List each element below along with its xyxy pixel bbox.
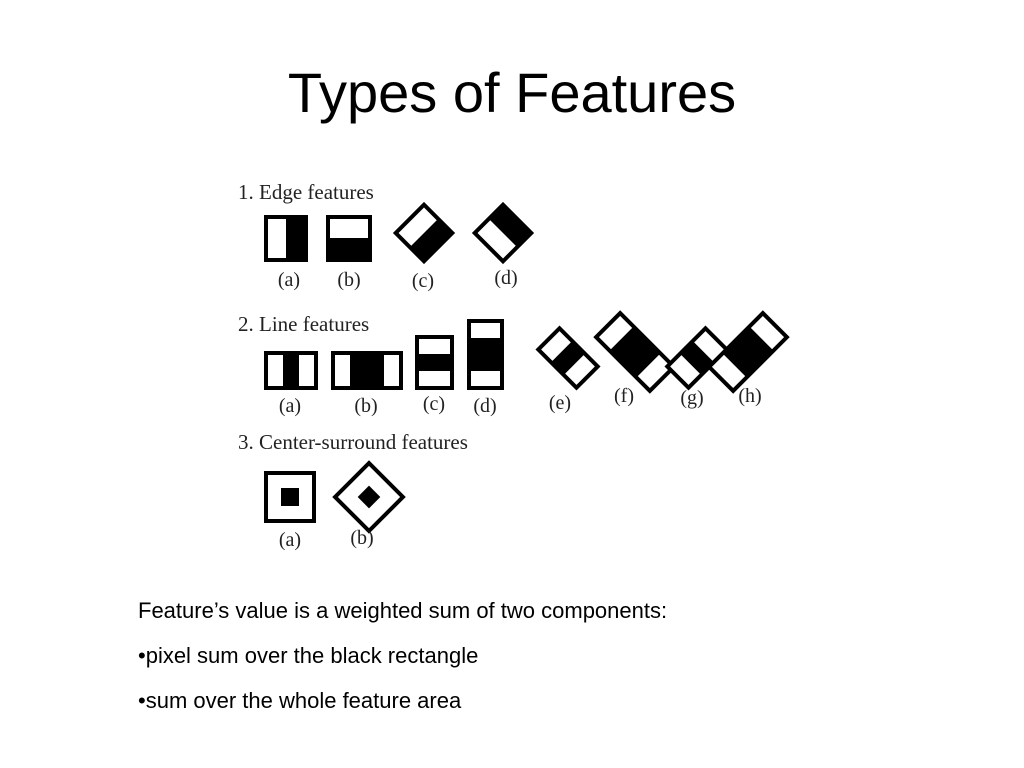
center-surround-feature-b xyxy=(332,460,406,534)
line-label-c: (c) xyxy=(423,393,445,415)
line-label-h: (h) xyxy=(738,385,761,407)
edge-feature-c xyxy=(392,201,456,265)
edge-feature-d xyxy=(471,201,535,265)
line-features-heading: 2. Line features xyxy=(238,312,369,336)
line-feature-c xyxy=(415,335,454,390)
edge-feature-a xyxy=(264,215,308,262)
line-feature-e xyxy=(535,325,601,391)
line-label-d: (d) xyxy=(473,395,496,417)
line-label-a: (a) xyxy=(279,395,301,417)
line-label-b: (b) xyxy=(354,395,377,417)
edge-label-d: (d) xyxy=(494,267,517,289)
center-surround-heading: 3. Center-surround features xyxy=(238,430,468,454)
feature-value-description: Feature’s value is a weighted sum of two… xyxy=(138,598,668,623)
edge-label-c: (c) xyxy=(412,270,434,292)
line-feature-d xyxy=(467,319,504,390)
line-feature-h xyxy=(706,310,790,394)
edge-label-b: (b) xyxy=(337,269,360,291)
center-surround-feature-a xyxy=(264,471,316,523)
bullet-whole-area: •sum over the whole feature area xyxy=(138,688,462,713)
edge-features-heading: 1. Edge features xyxy=(238,180,374,204)
slide-body: Feature’s value is a weighted sum of two… xyxy=(138,588,667,723)
line-label-f: (f) xyxy=(614,385,634,407)
center-surround-label-a: (a) xyxy=(279,529,301,551)
edge-label-a: (a) xyxy=(278,269,300,291)
line-label-g: (g) xyxy=(680,387,703,409)
line-feature-g xyxy=(664,325,730,391)
line-feature-f xyxy=(593,310,677,394)
slide-title: Types of Features xyxy=(287,61,737,124)
bullet-pixel-sum: •pixel sum over the black rectangle xyxy=(138,643,479,668)
line-feature-a xyxy=(264,351,318,390)
center-surround-label-b: (b) xyxy=(350,527,373,549)
line-label-e: (e) xyxy=(549,392,571,414)
edge-feature-b xyxy=(326,215,372,262)
line-feature-b xyxy=(331,351,403,390)
